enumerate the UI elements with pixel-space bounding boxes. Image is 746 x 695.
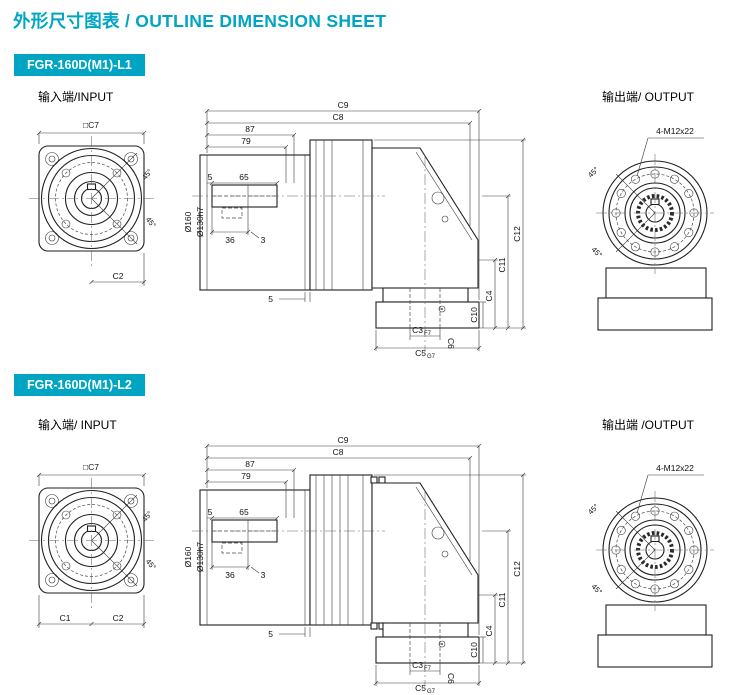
dim-c3: C3 — [412, 325, 423, 335]
dim-c12: C12 — [512, 226, 522, 242]
dim-c10: C10 — [469, 307, 479, 323]
dim-3: 3 — [261, 235, 266, 245]
dim-45-bottom: 45° — [144, 215, 158, 229]
dim-c4: C4 — [484, 625, 494, 636]
bottom-dims: C1 C2 — [36, 595, 147, 628]
dim-79: 79 — [241, 136, 251, 146]
dim-plate5: 5 — [268, 629, 273, 639]
dim-5: 5 — [208, 507, 213, 517]
dim-c6: C6 — [446, 338, 456, 349]
dim-5: 5 — [208, 172, 213, 182]
output-label-l2: 输出端 /OUTPUT — [602, 418, 694, 432]
dim-87: 87 — [245, 459, 255, 469]
gearbox-body — [199, 474, 480, 664]
dim-c3-tol: F7 — [424, 331, 432, 337]
dimension-labels: C9 C8 87 79 5 65 36 3 Ø160 Ø130h7 C12 C1… — [183, 435, 522, 695]
dim-c11: C11 — [497, 592, 507, 607]
dimension-lines — [204, 108, 526, 351]
output-view-l1: 45° 45° 4-M12x22 — [586, 126, 714, 331]
dim-45-top: 45° — [586, 502, 600, 516]
centerlines — [29, 136, 154, 268]
input-view-l1: □C7 45° 45° — [29, 120, 158, 286]
dim-c9: C9 — [338, 435, 349, 445]
side-view-l2: C9 C8 87 79 5 65 36 3 Ø160 Ø130h7 C12 C1… — [183, 435, 526, 695]
page-title: 外形尺寸图表 / OUTLINE DIMENSION SHEET — [13, 11, 387, 31]
gearbox-body — [199, 139, 480, 329]
square-dim: □C7 — [36, 120, 147, 144]
bolt-spec-label: 4-M12x22 — [656, 463, 694, 473]
bolt-spec-label: 4-M12x22 — [656, 126, 694, 136]
dim-c1: C1 — [60, 613, 71, 623]
dim-3: 3 — [261, 570, 266, 580]
dim-c7: □C7 — [83, 120, 99, 130]
input-label-l2: 输入端/ INPUT — [38, 418, 117, 432]
dim-c11: C11 — [497, 257, 507, 272]
centerlines — [192, 490, 426, 687]
dim-36: 36 — [225, 570, 235, 580]
dim-65: 65 — [239, 507, 249, 517]
dim-c10: C10 — [469, 642, 479, 658]
dim-c7: □C7 — [83, 462, 99, 472]
dimension-lines — [204, 443, 526, 686]
dim-c4: C4 — [484, 290, 494, 301]
model-badge-l1: FGR-160D(M1)-L1 — [14, 54, 145, 76]
dim-87: 87 — [245, 124, 255, 134]
model-badge-l2: FGR-160D(M1)-L2 — [14, 374, 145, 396]
dim-c12: C12 — [512, 561, 522, 577]
dim-dia160: Ø160 — [183, 546, 193, 567]
side-view-l1: C9 C8 87 79 5 65 36 3 Ø160 Ø130h7 C12 C1… — [183, 100, 526, 360]
square-dim: □C7 — [36, 462, 147, 486]
dimension-labels: C9 C8 87 79 5 65 36 3 Ø160 Ø130h7 C12 C1… — [183, 100, 522, 360]
dim-c8: C8 — [333, 447, 344, 457]
dim-dia160: Ø160 — [183, 211, 193, 232]
centerlines — [192, 155, 426, 352]
output-view-l2: 45° 45° 4-M12x22 — [586, 463, 714, 668]
dim-dia130: Ø130h7 — [195, 207, 205, 238]
output-base — [597, 267, 713, 331]
dim-45-top: 45° — [586, 165, 600, 179]
output-label-l1: 输出端/ OUTPUT — [602, 90, 694, 104]
dim-c6: C6 — [446, 673, 456, 684]
dim-dia130: Ø130h7 — [195, 542, 205, 573]
input-label-l1: 输入端/INPUT — [38, 90, 114, 104]
dim-c9: C9 — [338, 100, 349, 110]
dim-36: 36 — [225, 235, 235, 245]
dim-c3-tol: F7 — [424, 666, 432, 672]
dim-c5: C5 — [415, 683, 426, 693]
dim-c2: C2 — [113, 271, 124, 281]
dim-c2: C2 — [113, 613, 124, 623]
dim-c5-tol: G7 — [427, 354, 436, 360]
dim-45-bottom: 45° — [144, 557, 158, 571]
centerlines — [29, 478, 154, 610]
dim-79: 79 — [241, 471, 251, 481]
bolt-callout: 4-M12x22 — [636, 126, 704, 177]
dim-c3: C3 — [412, 660, 423, 670]
dim-45-bottom: 45° — [590, 582, 604, 596]
dim-c5: C5 — [415, 348, 426, 358]
dim-c5-tol: G7 — [427, 689, 436, 695]
dim-plate5: 5 — [268, 294, 273, 304]
dim-45-bottom: 45° — [590, 245, 604, 259]
dim-65: 65 — [239, 172, 249, 182]
input-view-l2: □C7 45° 45° — [29, 462, 158, 628]
bolt-callout: 4-M12x22 — [636, 463, 704, 514]
dim-c8: C8 — [333, 112, 344, 122]
bottom-dims: C2 — [89, 253, 147, 286]
output-base — [597, 604, 713, 668]
